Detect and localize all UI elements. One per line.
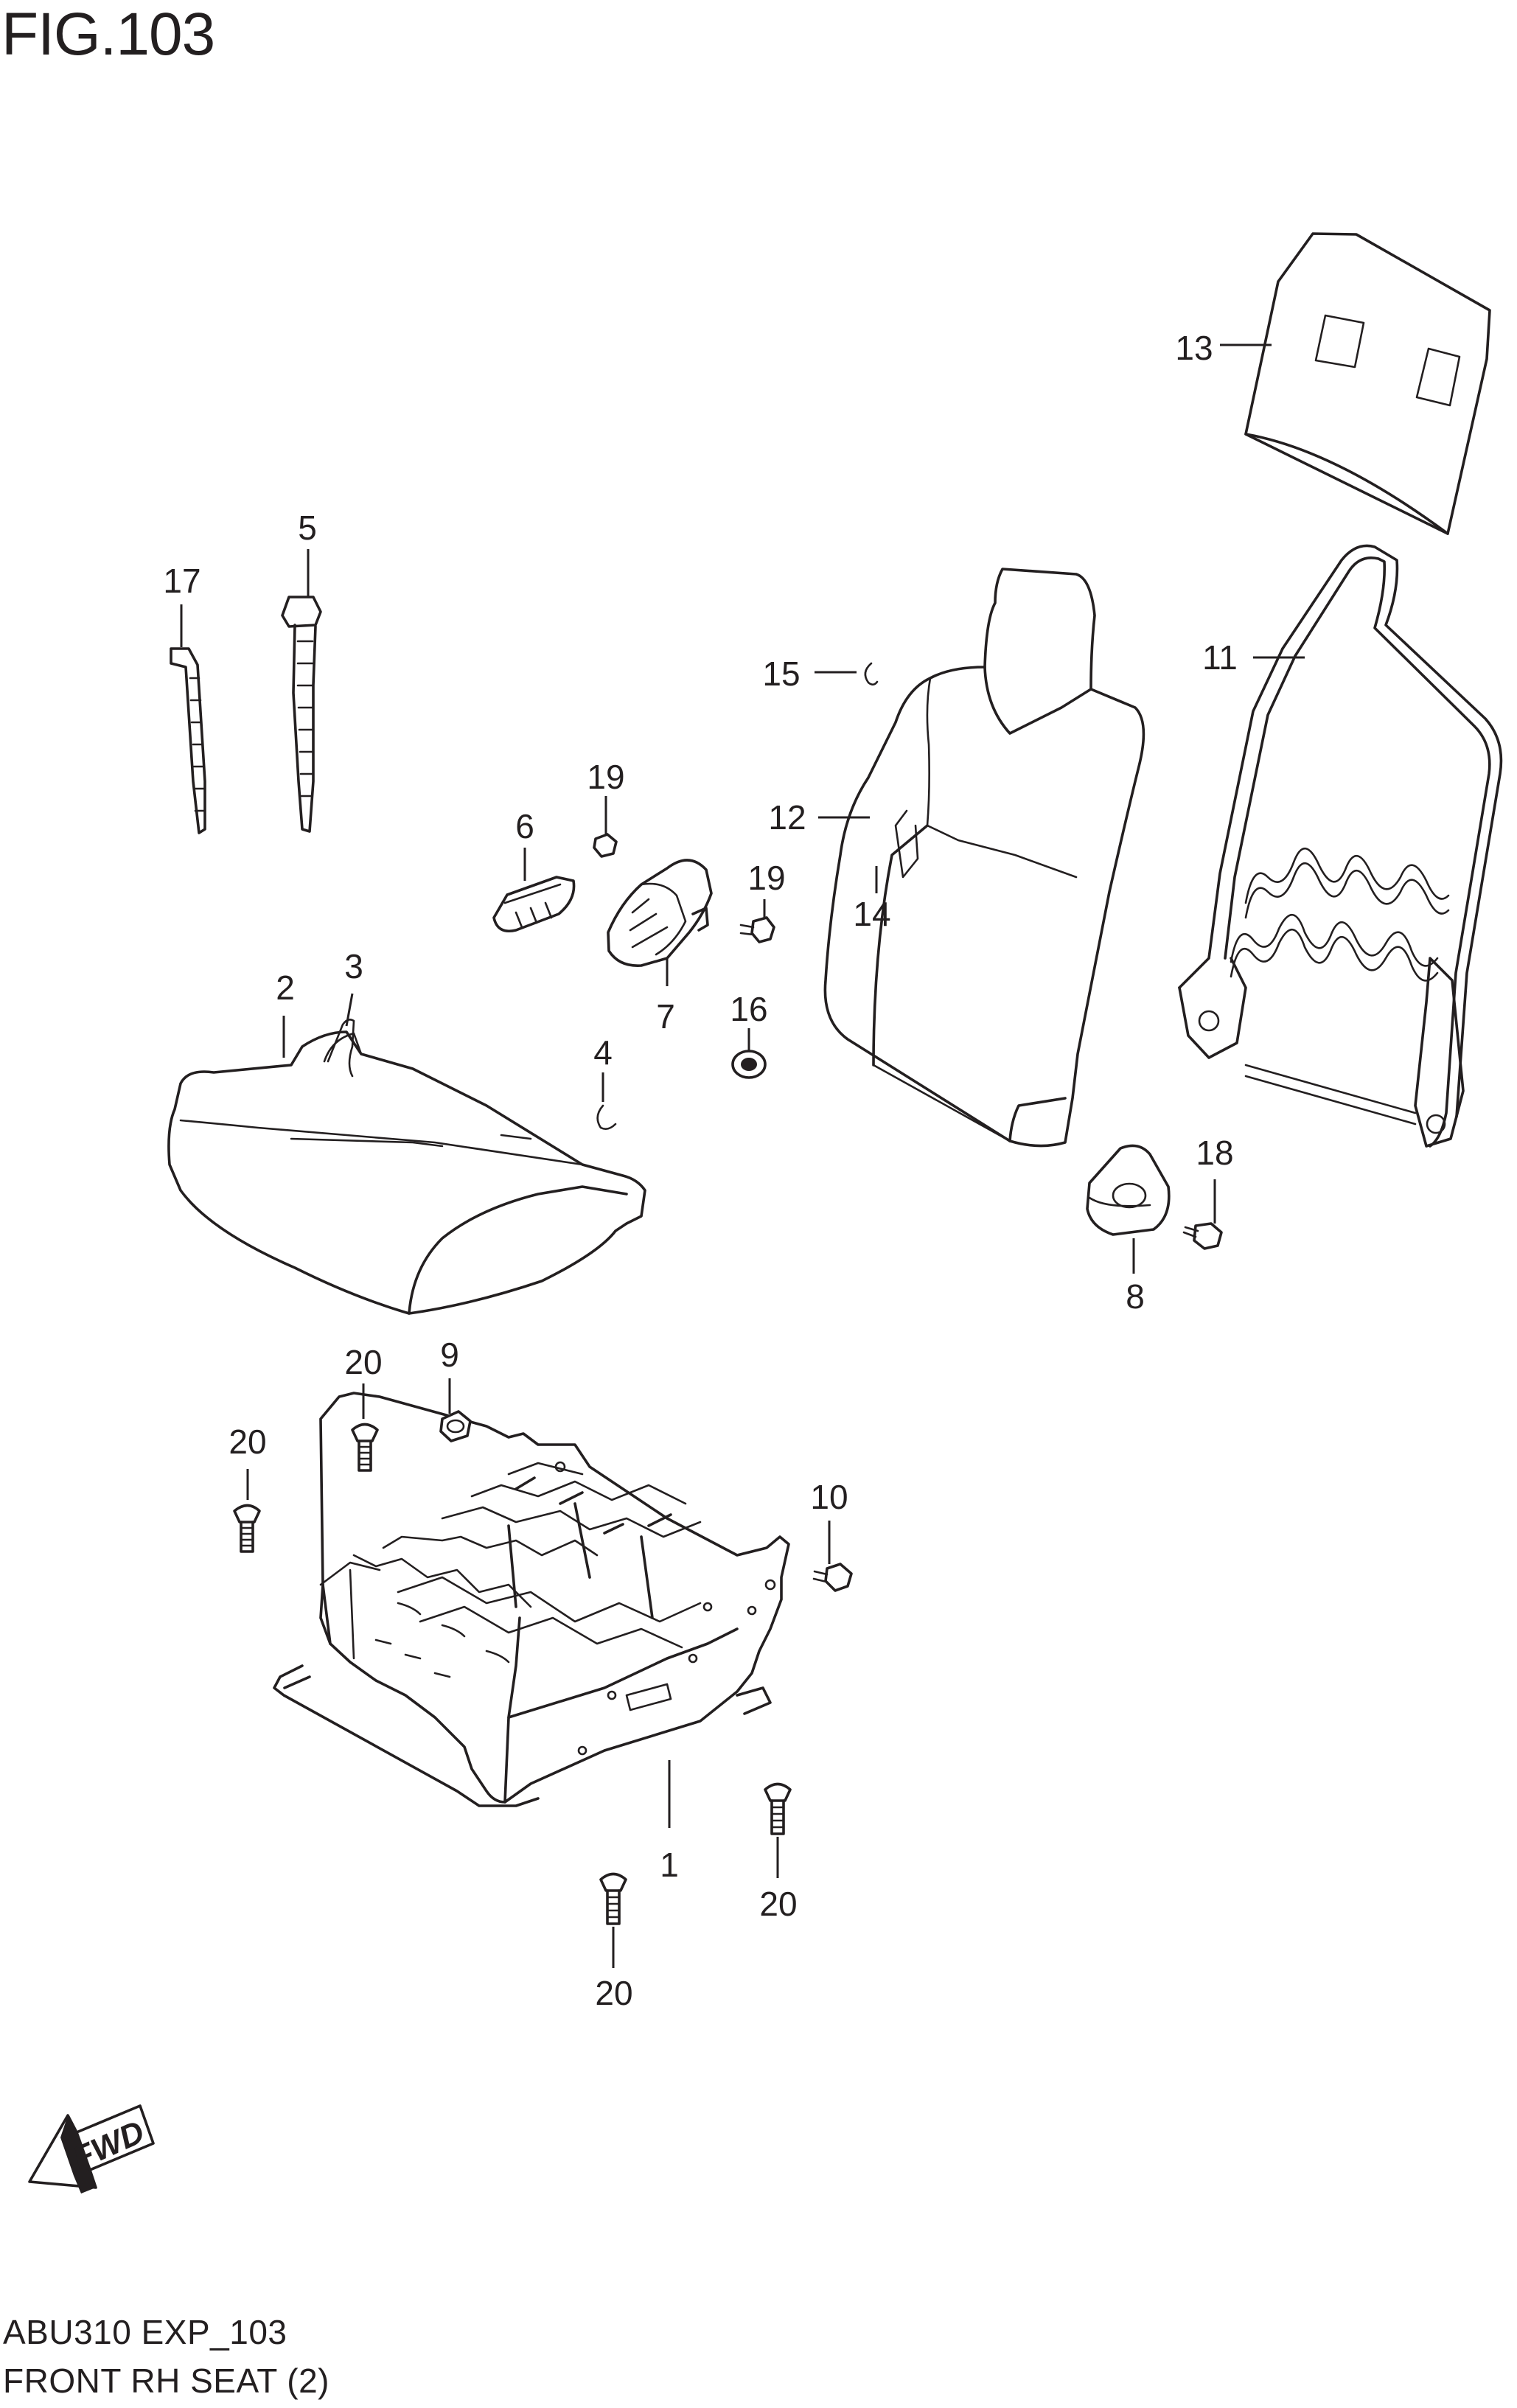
part-label-3: 3 — [344, 947, 363, 985]
hog-ring-4-drawing — [596, 1072, 617, 1130]
screw-19-b-drawing — [739, 899, 775, 943]
screw-19-a-drawing — [593, 796, 618, 858]
part-label-4: 4 — [593, 1033, 613, 1072]
part-label-10: 10 — [810, 1478, 848, 1516]
bolt-20-a-drawing — [351, 1383, 379, 1472]
side-bracket-drawing — [492, 848, 576, 932]
part-label-18: 18 — [1196, 1134, 1234, 1172]
seat-frame-base-drawing — [273, 1392, 790, 1828]
part-label-16: 16 — [730, 990, 768, 1028]
part-label-1: 1 — [660, 1846, 679, 1884]
part-label-11: 11 — [1202, 638, 1238, 677]
part-label-8: 8 — [1126, 1277, 1145, 1316]
fwd-arrow-label: FWD — [68, 2114, 150, 2177]
seat-back-drawing — [818, 568, 1145, 1148]
cable-tie-clamp-drawing — [281, 549, 322, 833]
footer-code: ABU310 EXP_103 — [3, 2313, 287, 2351]
screw-18-drawing — [1182, 1179, 1223, 1250]
part-label-20-c: 20 — [759, 1885, 798, 1923]
part-label-17: 17 — [163, 562, 201, 600]
part-label-19-b: 19 — [747, 859, 786, 897]
part-label-7: 7 — [656, 997, 675, 1036]
part-label-20-b: 20 — [229, 1423, 267, 1461]
cable-tie-drawing — [170, 604, 206, 834]
seat-cushion-drawing — [167, 993, 646, 1315]
part-label-14: 14 — [853, 895, 891, 933]
part-label-6: 6 — [515, 807, 534, 845]
part-label-20-a: 20 — [344, 1343, 383, 1381]
part-label-13: 13 — [1175, 329, 1213, 367]
headrest-cover-drawing — [1220, 232, 1491, 535]
side-cover-drawing — [607, 859, 713, 986]
part-label-15: 15 — [762, 655, 801, 693]
part-label-9: 9 — [440, 1336, 459, 1374]
part-label-12: 12 — [768, 798, 806, 837]
part-label-5: 5 — [298, 509, 317, 547]
part-label-19-a: 19 — [587, 758, 625, 796]
bolt-20-c-drawing — [764, 1782, 792, 1878]
footer-name: FRONT RH SEAT (2) — [3, 2362, 329, 2400]
hog-ring-15-drawing — [815, 662, 879, 686]
bolt-9-drawing — [439, 1378, 472, 1442]
grommet-drawing — [731, 1028, 767, 1079]
recliner-cover-drawing — [1086, 1144, 1171, 1274]
seat-back-frame-drawing — [1178, 544, 1503, 1148]
part-label-20-d: 20 — [595, 1974, 633, 2012]
figure-title: FIG.103 — [1, 1, 215, 68]
fwd-arrow-icon: FWD — [28, 2104, 155, 2194]
bolt-20-b-drawing — [233, 1469, 261, 1553]
bolt-20-d-drawing — [599, 1872, 627, 1968]
bolt-10-drawing — [812, 1521, 853, 1592]
part-label-2: 2 — [276, 969, 295, 1007]
